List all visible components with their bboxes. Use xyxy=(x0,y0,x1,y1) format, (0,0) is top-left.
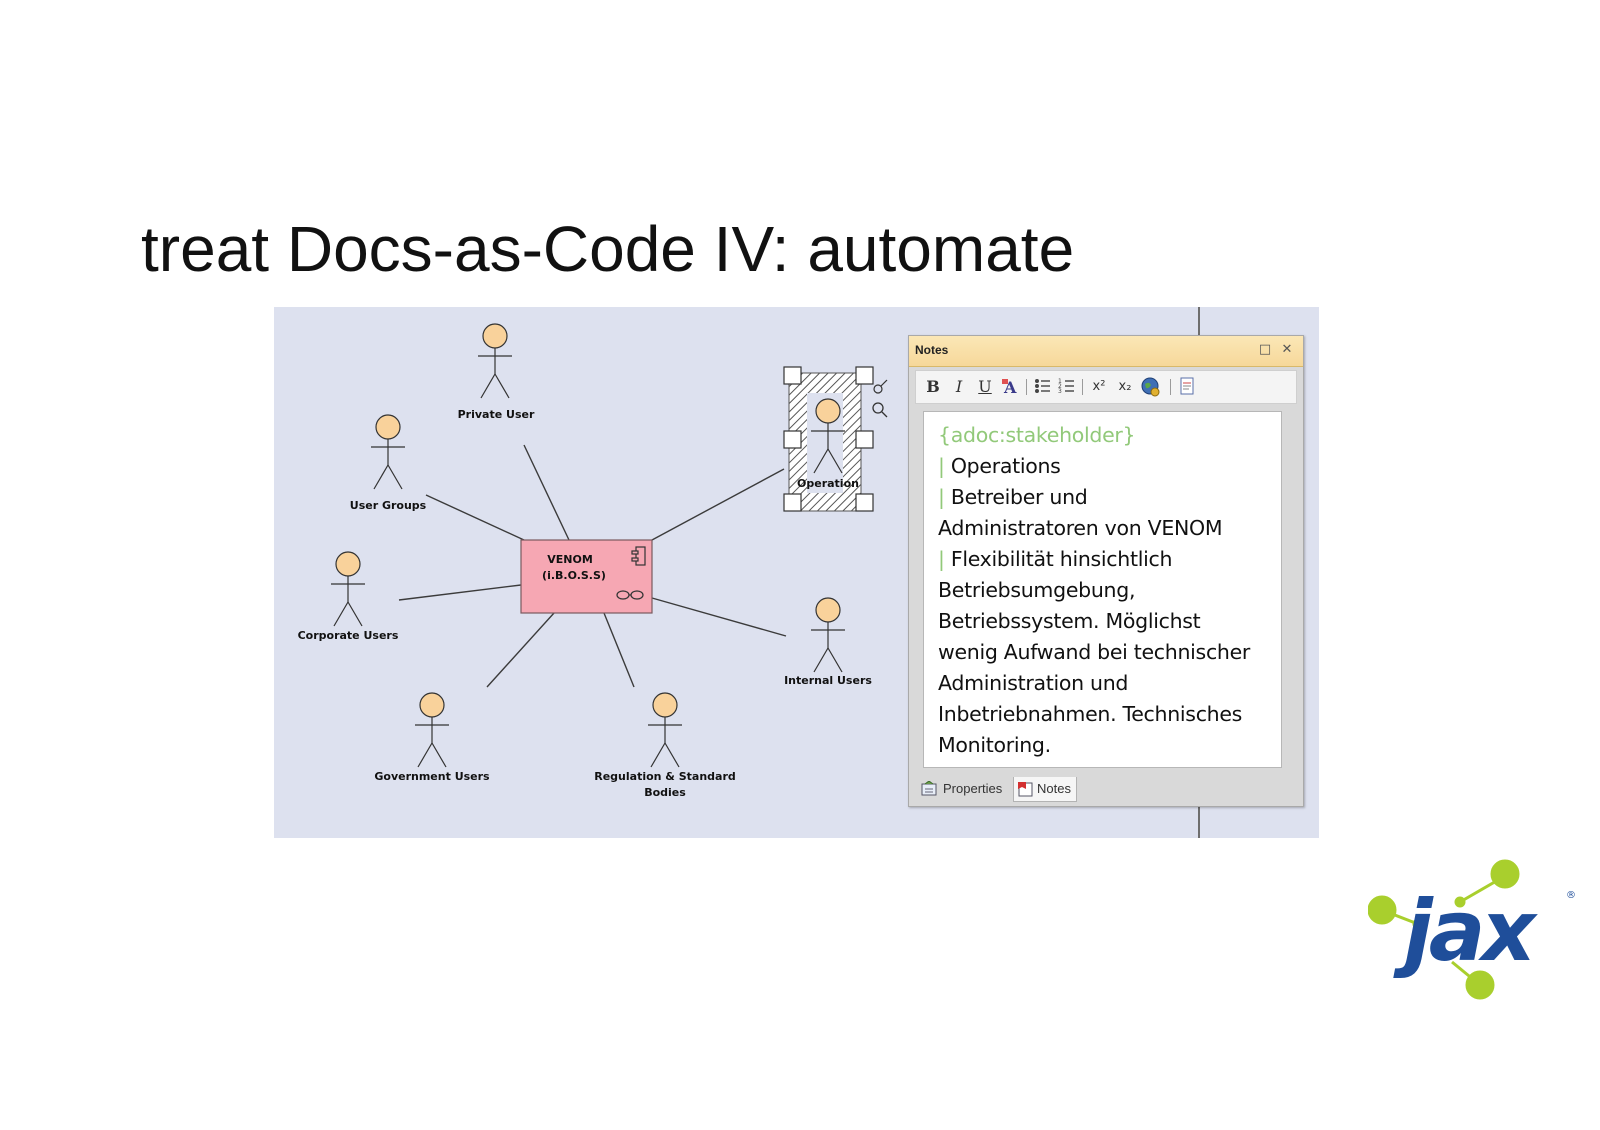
component-name: VENOM xyxy=(547,553,593,566)
logo-text: jax xyxy=(1393,882,1538,980)
table-marker: | xyxy=(938,485,945,509)
notes-line: Betriebssystem. Möglichst xyxy=(938,609,1201,633)
handle-mid-left xyxy=(783,430,802,449)
table-marker: | xyxy=(938,547,945,571)
close-icon[interactable]: ✕ xyxy=(1281,342,1293,357)
actor-internal-users[interactable] xyxy=(811,597,845,673)
line-government-users xyxy=(486,612,555,688)
toolbar-separator xyxy=(1026,379,1027,395)
font-color-icon[interactable]: A xyxy=(1000,376,1022,398)
hyperlink-globe-icon[interactable] xyxy=(1140,376,1162,398)
italic-button[interactable]: I xyxy=(955,377,963,396)
subscript-button[interactable]: x₂ xyxy=(1118,379,1132,394)
label-operation: Operation xyxy=(797,477,859,490)
svg-text:2: 2 xyxy=(1058,383,1062,390)
actor-operation[interactable] xyxy=(811,398,845,474)
ea-screenshot: VENOM (i.B.O.S.S) Private User xyxy=(274,307,1319,838)
quick-link-icon[interactable] xyxy=(873,379,888,394)
link-icon xyxy=(616,590,644,600)
label-user-groups: User Groups xyxy=(350,499,427,512)
tab-notes-label: Notes xyxy=(1037,781,1071,796)
underline-button[interactable]: U xyxy=(978,377,992,396)
adoc-tag: {adoc:stakeholder} xyxy=(938,423,1136,447)
notes-line: Monitoring. xyxy=(938,733,1051,757)
notes-line: Inbetriebnahmen. Technisches xyxy=(938,702,1243,726)
toolbar-separator xyxy=(1170,379,1171,395)
line-user-groups xyxy=(425,494,525,541)
logo-graph xyxy=(1368,859,1520,1000)
label-regulation-line2: Bodies xyxy=(644,786,686,799)
tab-properties[interactable]: Properties xyxy=(917,777,1011,801)
notes-titlebar[interactable]: Notes □ ✕ xyxy=(909,336,1303,367)
handle-bottom-left xyxy=(783,493,802,512)
maximize-icon[interactable]: □ xyxy=(1258,342,1272,357)
label-regulation-line1: Regulation & Standard xyxy=(594,770,736,783)
line-regulation xyxy=(603,612,635,688)
label-internal-users: Internal Users xyxy=(784,674,872,687)
superscript-button[interactable]: x² xyxy=(1092,379,1106,394)
line-corporate-users xyxy=(398,584,522,601)
label-government-users: Government Users xyxy=(374,770,490,783)
document-icon[interactable] xyxy=(1176,376,1198,398)
use-case-diagram: VENOM (i.B.O.S.S) Private User xyxy=(298,323,888,799)
actor-corporate-users[interactable] xyxy=(331,551,365,627)
tab-notes[interactable]: Notes xyxy=(1013,777,1077,802)
handle-top-left xyxy=(783,366,802,385)
label-corporate-users: Corporate Users xyxy=(298,629,399,642)
handle-top-right xyxy=(855,366,874,385)
notes-title: Notes xyxy=(915,343,949,357)
svg-text:3: 3 xyxy=(1058,388,1062,395)
jax-logo: jax ® xyxy=(1368,859,1576,1000)
label-private-user: Private User xyxy=(458,408,535,421)
notes-line: Operations xyxy=(950,454,1061,478)
bold-button[interactable]: B xyxy=(926,377,940,396)
toolbar-separator xyxy=(1082,379,1083,395)
handle-mid-right xyxy=(855,430,874,449)
selection-handles[interactable] xyxy=(783,366,874,512)
component-icon xyxy=(631,546,646,566)
actor-government-users[interactable] xyxy=(415,692,449,768)
bullet-list-icon[interactable] xyxy=(1032,376,1054,398)
logo-registered: ® xyxy=(1566,890,1576,901)
properties-icon xyxy=(921,781,937,796)
tab-properties-label: Properties xyxy=(943,781,1003,796)
notes-text: {adoc:stakeholder} | Operations | Betrei… xyxy=(938,420,1273,761)
actor-user-groups[interactable] xyxy=(371,414,405,490)
slide-title: treat Docs-as-Code IV: automate xyxy=(141,213,1075,285)
notes-line: Betriebsumgebung, xyxy=(938,578,1136,602)
venom-component[interactable]: VENOM (i.B.O.S.S) xyxy=(520,539,653,614)
component-subtitle: (i.B.O.S.S) xyxy=(542,569,606,582)
zoom-icon[interactable] xyxy=(872,402,888,418)
table-marker: | xyxy=(938,454,945,478)
actor-private-user[interactable] xyxy=(478,323,512,399)
notes-line: Administration und xyxy=(938,671,1129,695)
notes-line: Administratoren von VENOM xyxy=(938,516,1223,540)
notes-icon xyxy=(1018,782,1033,797)
handle-bottom-right xyxy=(855,493,874,512)
association-lines xyxy=(398,444,787,688)
notes-line: wenig Aufwand bei technischer xyxy=(938,640,1251,664)
actor-regulation-bodies[interactable] xyxy=(648,692,682,768)
notes-tabbar: Properties Notes xyxy=(909,776,1303,804)
notes-editor[interactable]: {adoc:stakeholder} | Operations | Betrei… xyxy=(923,411,1282,768)
line-operation xyxy=(651,468,785,541)
notes-line: Betreiber und xyxy=(950,485,1088,509)
line-internal-users xyxy=(651,597,787,637)
line-private-user xyxy=(523,444,570,541)
notes-line: Flexibilität hinsichtlich xyxy=(950,547,1173,571)
svg-text:1: 1 xyxy=(1058,378,1062,385)
